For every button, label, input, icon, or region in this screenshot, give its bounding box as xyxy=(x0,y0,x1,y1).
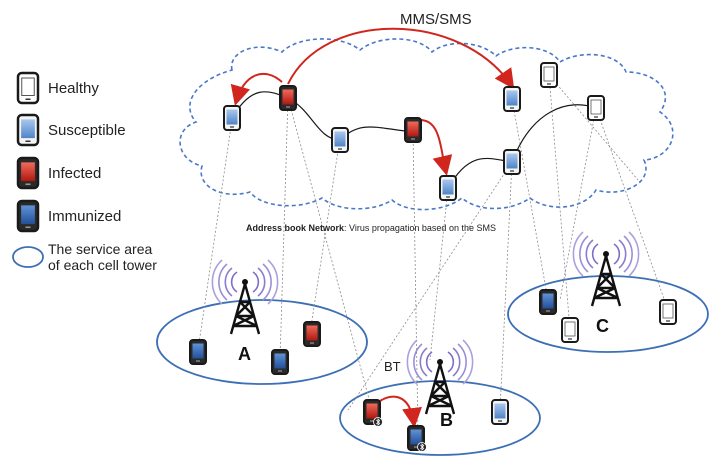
phone-immunized-icon xyxy=(271,349,289,375)
legend-icons xyxy=(12,71,44,268)
network-caption-rest: : Virus propagation based on the SMS xyxy=(344,223,496,233)
legend-immunized-icon xyxy=(16,199,40,233)
phone-susceptible-icon xyxy=(439,175,457,201)
network-caption-bold: Address book Network xyxy=(246,223,345,233)
bt-label: BT xyxy=(384,359,401,374)
legend-service-area-label-1: The service area xyxy=(48,241,152,257)
phone-immunized-icon xyxy=(539,289,557,315)
sms-arrow xyxy=(419,119,453,176)
cell-tower-c-icon xyxy=(572,230,640,308)
legend-infected-icon xyxy=(16,156,40,190)
legend-service-area-label-2: of each cell tower xyxy=(48,257,157,273)
legend-susceptible-icon xyxy=(16,113,40,147)
legend-immunized-label: Immunized xyxy=(48,208,121,225)
bluetooth-icon xyxy=(417,442,427,452)
mms-arrow-left xyxy=(230,72,283,106)
legend-susceptible-label: Susceptible xyxy=(48,122,126,139)
phone-susceptible-icon xyxy=(491,399,509,425)
phone-healthy-icon xyxy=(540,62,558,88)
phone-infected-icon xyxy=(303,321,321,347)
phone-susceptible-icon xyxy=(223,105,241,131)
legend-healthy-icon xyxy=(16,71,40,105)
title-label: MMS/SMS xyxy=(400,11,472,28)
bluetooth-icon xyxy=(373,417,383,427)
phone-immunized-icon xyxy=(189,339,207,365)
phone-healthy-icon xyxy=(587,95,605,121)
address-book-cloud xyxy=(179,38,674,211)
infection-arrows xyxy=(230,27,515,428)
mms-arrow-right xyxy=(287,27,515,90)
phone-infected-icon xyxy=(279,85,297,111)
legend-healthy-label: Healthy xyxy=(48,80,99,97)
tower-b-label: B xyxy=(440,410,453,430)
legend-service-area-icon xyxy=(12,246,44,268)
tower-a-label: A xyxy=(238,344,251,364)
phone-healthy-icon xyxy=(561,317,579,343)
cell-tower-a-icon xyxy=(211,258,279,336)
phone-susceptible-icon xyxy=(503,149,521,175)
projection-lines xyxy=(197,74,669,437)
tower-c-label: C xyxy=(596,316,609,336)
phone-healthy-icon xyxy=(659,299,677,325)
network-caption: Address book Network: Virus propagation … xyxy=(246,223,496,233)
phone-infected-icon xyxy=(404,117,422,143)
legend-infected-label: Infected xyxy=(48,165,101,182)
cell-b-devices xyxy=(363,399,509,452)
cell-a-devices xyxy=(189,321,321,375)
phone-susceptible-icon xyxy=(331,127,349,153)
cell-area-a xyxy=(156,299,368,385)
phone-susceptible-icon xyxy=(503,86,521,112)
